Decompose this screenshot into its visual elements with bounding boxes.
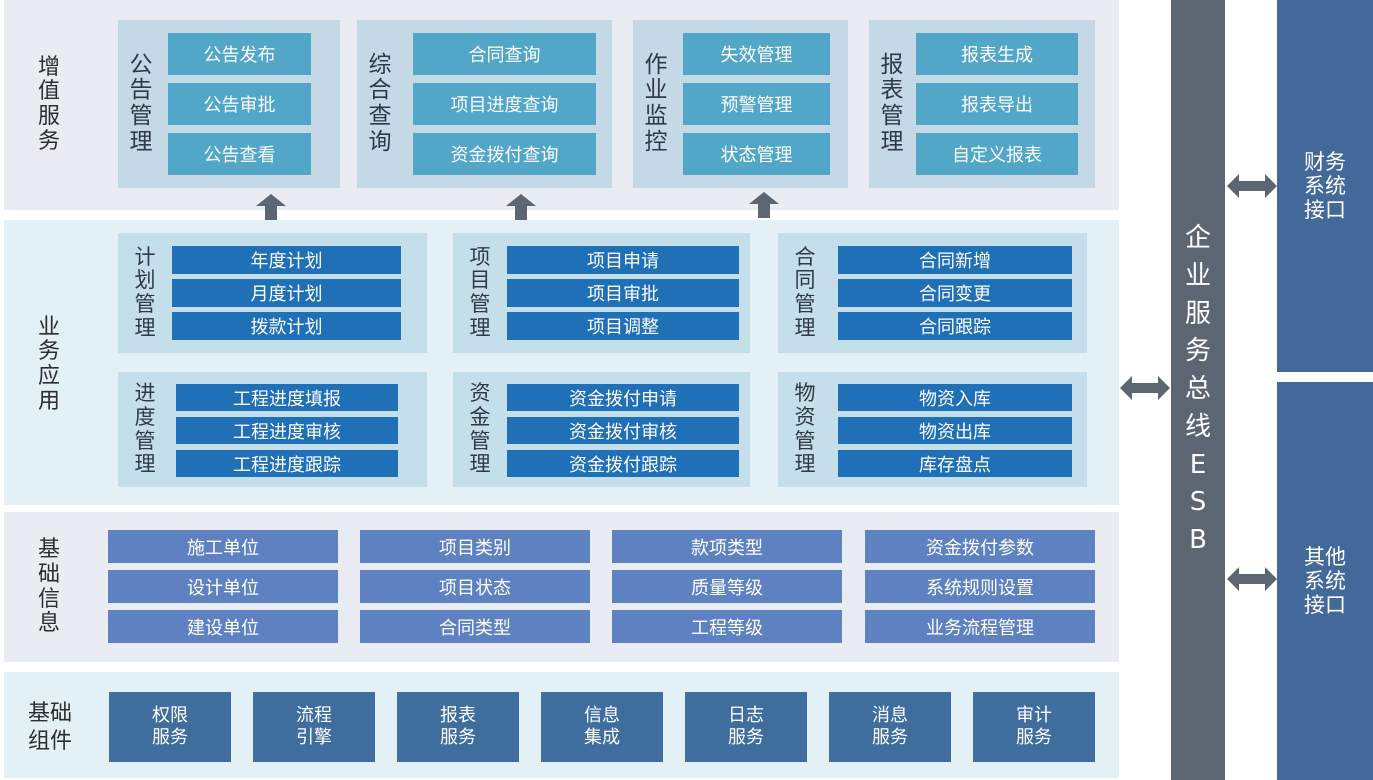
group-label: 报表管理	[880, 51, 904, 155]
info-button[interactable]: 项目状态	[360, 570, 590, 603]
module-button[interactable]: 公告审批	[168, 83, 311, 125]
info-button[interactable]: 系统规则设置	[865, 570, 1095, 603]
double-arrow-icon	[1227, 174, 1277, 198]
component-button[interactable]: 信息 集成	[541, 692, 663, 762]
module-button[interactable]: 物资入库	[838, 384, 1072, 411]
component-button[interactable]: 审计 服务	[973, 692, 1095, 762]
component-line: 集成	[584, 727, 620, 748]
group-label: 进度管理	[134, 381, 156, 477]
double-arrow-icon	[1227, 567, 1277, 591]
info-button[interactable]: 资金拨付参数	[865, 530, 1095, 563]
component-button[interactable]: 流程 引擎	[253, 692, 375, 762]
module-button[interactable]: 资金拨付申请	[507, 384, 739, 411]
group-label: 综合查询	[368, 51, 392, 155]
value-added-label: 增值服务	[37, 54, 60, 154]
component-line: 报表	[440, 704, 476, 726]
module-button[interactable]: 失效管理	[683, 33, 830, 75]
info-button[interactable]: 项目类别	[360, 530, 590, 563]
component-line: 引擎	[296, 727, 332, 748]
module-button[interactable]: 合同变更	[838, 279, 1072, 307]
group-label: 物资管理	[794, 381, 816, 477]
module-button[interactable]: 报表导出	[916, 83, 1078, 125]
module-button[interactable]: 工程进度跟踪	[176, 450, 398, 477]
up-arrow-icon	[256, 194, 286, 220]
module-button[interactable]: 项目申请	[507, 246, 739, 274]
component-line: 服务	[872, 727, 908, 748]
component-line: 权限	[152, 704, 188, 726]
info-button[interactable]: 质量等级	[612, 570, 842, 603]
module-button[interactable]: 合同新增	[838, 246, 1072, 274]
info-button[interactable]: 施工单位	[108, 530, 338, 563]
module-button[interactable]: 项目调整	[507, 312, 739, 340]
component-line: 日志	[728, 704, 764, 726]
component-line: 消息	[872, 704, 908, 726]
module-button[interactable]: 公告查看	[168, 133, 311, 175]
module-button[interactable]: 资金拨付跟踪	[507, 450, 739, 477]
component-line: 服务	[1016, 727, 1052, 748]
info-button[interactable]: 工程等级	[612, 610, 842, 643]
module-button[interactable]: 物资出库	[838, 417, 1072, 444]
finance-interface[interactable]: 财务系统接口	[1277, 0, 1373, 372]
other-interface[interactable]: 其他系统接口	[1277, 382, 1373, 780]
component-line: 审计	[1016, 704, 1052, 726]
info-button[interactable]: 业务流程管理	[865, 610, 1095, 643]
component-button[interactable]: 日志 服务	[685, 692, 807, 762]
module-button[interactable]: 自定义报表	[916, 133, 1078, 175]
module-button[interactable]: 拨款计划	[172, 312, 401, 340]
module-button[interactable]: 资金拨付查询	[413, 133, 596, 175]
component-line: 信息	[584, 704, 620, 726]
group-label: 项目管理	[469, 244, 491, 340]
component-line: 流程	[296, 704, 332, 726]
group-label: 合同管理	[794, 244, 816, 340]
module-button[interactable]: 合同跟踪	[838, 312, 1072, 340]
component-line: 服务	[152, 727, 188, 748]
business-label: 业务应用	[37, 314, 60, 414]
module-button[interactable]: 报表生成	[916, 33, 1078, 75]
module-button[interactable]: 公告发布	[168, 33, 311, 75]
module-button[interactable]: 状态管理	[683, 133, 830, 175]
info-button[interactable]: 建设单位	[108, 610, 338, 643]
module-button[interactable]: 工程进度审核	[176, 417, 398, 444]
group-label: 公告管理	[129, 51, 153, 155]
components-label: 基础组件	[27, 701, 72, 754]
module-button[interactable]: 年度计划	[172, 246, 401, 274]
component-button[interactable]: 消息 服务	[829, 692, 951, 762]
module-button[interactable]: 合同查询	[413, 33, 596, 75]
info-button[interactable]: 设计单位	[108, 570, 338, 603]
component-button[interactable]: 权限 服务	[109, 692, 231, 762]
module-button[interactable]: 项目审批	[507, 279, 739, 307]
module-button[interactable]: 月度计划	[172, 279, 401, 307]
info-button[interactable]: 款项类型	[612, 530, 842, 563]
up-arrow-icon	[506, 194, 536, 220]
group-label: 计划管理	[134, 244, 156, 340]
info-button[interactable]: 合同类型	[360, 610, 590, 643]
module-button[interactable]: 项目进度查询	[413, 83, 596, 125]
component-line: 服务	[728, 727, 764, 748]
double-arrow-icon	[1120, 376, 1170, 400]
base-info-label: 基础信息	[37, 537, 60, 637]
up-arrow-icon	[749, 192, 779, 218]
module-button[interactable]: 预警管理	[683, 83, 830, 125]
module-button[interactable]: 资金拨付审核	[507, 417, 739, 444]
component-button[interactable]: 报表 服务	[397, 692, 519, 762]
module-button[interactable]: 工程进度填报	[176, 384, 398, 411]
group-label: 作业监控	[644, 51, 668, 155]
component-line: 服务	[440, 727, 476, 748]
group-label: 资金管理	[469, 381, 491, 477]
module-button[interactable]: 库存盘点	[838, 450, 1072, 477]
